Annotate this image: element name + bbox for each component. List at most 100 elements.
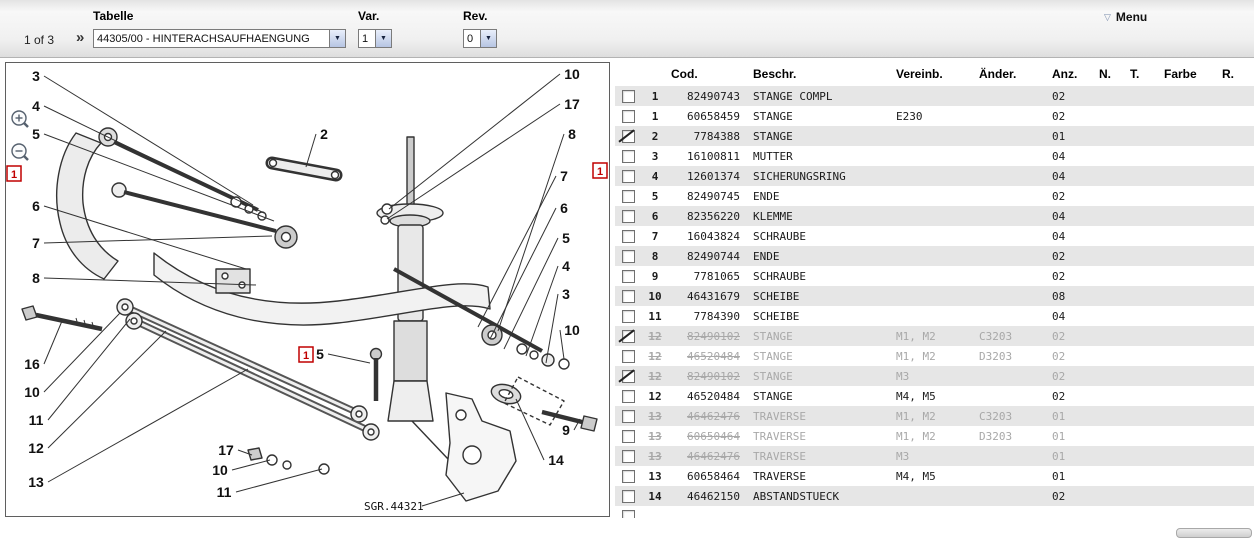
- cell-cod: 82356220: [687, 209, 740, 223]
- checkbox-cell: [615, 126, 640, 146]
- column-header-cod: Cod.: [671, 67, 698, 81]
- row-checkbox[interactable]: [622, 409, 635, 423]
- column-header-r: R.: [1222, 67, 1234, 81]
- cell-cod: 46462476: [687, 449, 740, 463]
- row-checkbox[interactable]: [622, 469, 635, 483]
- column-header-beschr: Beschr.: [753, 67, 797, 81]
- diagram-callout-7[interactable]: 7: [32, 235, 40, 251]
- row-checkbox[interactable]: [622, 389, 635, 403]
- cell-pos: 13: [648, 409, 662, 423]
- cell-anz: 04: [1052, 309, 1066, 323]
- row-checkbox[interactable]: [622, 209, 635, 223]
- cell-beschr: SCHEIBE: [753, 309, 800, 323]
- row-checkbox[interactable]: [622, 89, 635, 103]
- cell-vereinb: M3: [896, 449, 910, 463]
- cell-pos: 14: [648, 489, 662, 503]
- diagram-callout-13[interactable]: 13: [28, 474, 44, 490]
- cell-cod: 60658459: [687, 109, 740, 123]
- cell-beschr: STANGE: [753, 129, 793, 143]
- diagram-callout-9[interactable]: 9: [562, 422, 570, 438]
- svg-text:1: 1: [597, 166, 603, 178]
- row-checkbox[interactable]: [622, 149, 635, 163]
- row-checkbox[interactable]: [622, 309, 635, 323]
- diagram-callout-17[interactable]: 17: [218, 442, 234, 458]
- var-label: Var.: [358, 9, 380, 23]
- diagram-callout-5[interactable]: 5: [562, 230, 570, 246]
- diagram-callout-2[interactable]: 2: [320, 126, 328, 142]
- checkbox-cell: [615, 246, 640, 266]
- cell-anz: 02: [1052, 489, 1066, 503]
- diagram-callout-5[interactable]: 5: [32, 126, 40, 142]
- diagram-callout-7[interactable]: 7: [560, 168, 568, 184]
- sgr-label: SGR.44321: [364, 500, 424, 513]
- diagram-callout-10[interactable]: 10: [24, 384, 40, 400]
- cell-cod: 82490745: [687, 189, 740, 203]
- cell-pos: 12: [648, 369, 662, 383]
- cell-anz: 01: [1052, 449, 1066, 463]
- row-checkbox[interactable]: [622, 509, 635, 518]
- diagram-callout-14[interactable]: 14: [548, 452, 564, 468]
- row-checkbox[interactable]: [622, 169, 635, 183]
- zoom-out-icon[interactable]: [11, 143, 29, 161]
- menu-button[interactable]: ▽ Menu: [1104, 10, 1147, 24]
- diagram-callout-16[interactable]: 16: [24, 356, 40, 372]
- row-checkbox[interactable]: [622, 449, 635, 463]
- diagram-callout-4[interactable]: 4: [562, 258, 570, 274]
- checkbox-cell: [615, 186, 640, 206]
- diagram-callout-10[interactable]: 10: [564, 66, 580, 82]
- dropdown-arrow-icon: ▼: [375, 30, 391, 47]
- table-select[interactable]: 44305/00 - HINTERACHSAUFHAENGUNG ▼: [93, 29, 346, 48]
- zoom-in-icon[interactable]: [11, 110, 29, 128]
- cell-cod: 12601374: [687, 169, 740, 183]
- next-table-button[interactable]: »: [76, 29, 85, 46]
- column-header-vereinb: Vereinb.: [896, 67, 943, 81]
- diagram-callout-5[interactable]: 5: [316, 346, 324, 362]
- cell-beschr: STANGE: [753, 389, 793, 403]
- row-checkbox[interactable]: [622, 429, 635, 443]
- diagram-callout-11[interactable]: 11: [29, 412, 44, 428]
- diagram-callout-10[interactable]: 10: [212, 462, 228, 478]
- diagram-callout-12[interactable]: 12: [28, 440, 44, 456]
- diagram-callout-11[interactable]: 11: [217, 484, 232, 500]
- row-checkbox[interactable]: [622, 349, 635, 363]
- rev-select[interactable]: 0 ▼: [463, 29, 497, 48]
- row-checkbox[interactable]: [622, 489, 635, 503]
- checkbox-cell: [615, 446, 640, 466]
- diagram-callout-8[interactable]: 8: [32, 270, 40, 286]
- row-checkbox[interactable]: [622, 229, 635, 243]
- row-checkbox[interactable]: [622, 269, 635, 283]
- diagram-callout-4[interactable]: 4: [32, 98, 40, 114]
- row-checkbox[interactable]: [622, 109, 635, 123]
- cell-beschr: TRAVERSE: [753, 469, 806, 483]
- cell-vereinb: M3: [896, 369, 910, 383]
- horizontal-scrollbar-thumb[interactable]: [1176, 528, 1252, 538]
- diagram-callout-3[interactable]: 3: [32, 68, 40, 84]
- cell-cod: 46520484: [687, 389, 740, 403]
- menu-icon: ▽: [1104, 11, 1111, 22]
- dropdown-arrow-icon: ▼: [329, 30, 345, 47]
- diagram-callout-3[interactable]: 3: [562, 286, 570, 302]
- diagram-callout-6[interactable]: 6: [32, 198, 40, 214]
- row-checkbox[interactable]: [622, 289, 635, 303]
- cell-cod: 60650464: [687, 429, 740, 443]
- cell-cod: 82490743: [687, 89, 740, 103]
- row-checkbox[interactable]: [622, 369, 635, 383]
- diagram-callout-17[interactable]: 17: [564, 96, 580, 112]
- cell-vereinb: E230: [896, 109, 923, 123]
- column-header-farbe: Farbe: [1164, 67, 1197, 81]
- diagram-callout-6[interactable]: 6: [560, 200, 568, 216]
- cell-pos: 9: [651, 269, 659, 283]
- var-select[interactable]: 1 ▼: [358, 29, 392, 48]
- diagram-callout-10[interactable]: 10: [564, 322, 580, 338]
- cell-pos: 6: [651, 209, 659, 223]
- row-checkbox[interactable]: [622, 249, 635, 263]
- diagram-callout-8[interactable]: 8: [568, 126, 576, 142]
- rev-label: Rev.: [463, 9, 488, 23]
- row-checkbox[interactable]: [622, 329, 635, 343]
- row-checkbox[interactable]: [622, 189, 635, 203]
- row-checkbox[interactable]: [622, 129, 635, 143]
